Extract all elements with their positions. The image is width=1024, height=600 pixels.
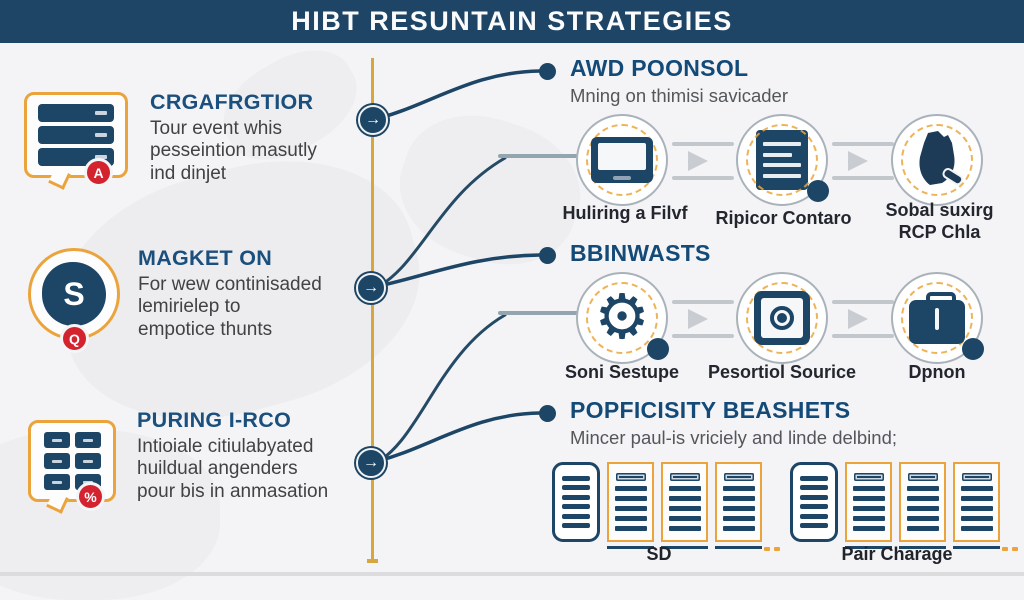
server-stack-bubble-icon: A (24, 92, 128, 190)
table-column (953, 462, 1000, 549)
circle-label: Huliring a Filvf (562, 203, 688, 223)
section-title: POPFICISITY BEASHETS (570, 397, 851, 423)
section-bullet (539, 405, 556, 422)
list-card-icon (552, 462, 600, 542)
arrow-node-icon (356, 273, 386, 303)
table-column (899, 462, 946, 549)
table-column (715, 462, 762, 549)
gear-icon (576, 272, 669, 364)
section-bullet (539, 247, 556, 264)
step-connector (832, 140, 894, 182)
left-item-body: Tour event whis pesseintion masutly ind … (150, 118, 317, 184)
briefcase-icon (891, 272, 984, 364)
timeline-line (371, 58, 374, 562)
monitor-icon (576, 114, 668, 206)
infographic-canvas: HIBT RESUNTAIN STRATEGIES A CRGAFRGTIOR … (0, 0, 1024, 576)
timeline-end-cap (367, 559, 378, 563)
circle-label: Dpnon (908, 362, 966, 382)
section-subtitle: Mincer paul-is vriciely and linde delbin… (570, 427, 897, 448)
section-subtitle: Mning on thimisi savicader (570, 85, 788, 106)
dots-marker (764, 547, 780, 551)
badge-icon: Q (60, 324, 89, 353)
badge-icon: % (76, 482, 105, 511)
step-connector (832, 298, 894, 340)
circle-label: Sobal suxirg RCP Chla (885, 200, 994, 242)
camera-icon (736, 272, 828, 364)
table-label: SD (646, 544, 672, 564)
left-item-title: MAGKET ON (138, 246, 273, 270)
circle-label: Soni Sestupe (564, 362, 680, 382)
table-column (661, 462, 708, 549)
s-gear-circle-icon: S Q (28, 248, 120, 353)
section-bullet (539, 63, 556, 80)
left-item-title: PURING I-RCO (137, 408, 292, 432)
left-item-body: For wew continisaded lemirielep to empot… (138, 274, 322, 340)
dot-marker (807, 180, 829, 202)
table-column (845, 462, 892, 549)
data-table-group (552, 462, 780, 551)
cabinet-grid-bubble-icon: % (28, 420, 116, 514)
dot-marker (962, 338, 984, 360)
header-bar: HIBT RESUNTAIN STRATEGIES (0, 0, 1024, 43)
table-column (607, 462, 654, 549)
hand-icon (891, 114, 983, 206)
arrow-node-icon (358, 105, 388, 135)
dots-marker (1002, 547, 1018, 551)
circle-label: Pesortiol Sourice (707, 362, 857, 382)
section-title: BBINWASTS (570, 240, 711, 266)
bottom-divider (0, 572, 1024, 576)
left-item-body: Intioiale citiulabyated huildual angende… (137, 436, 329, 502)
s-glyph: S (44, 264, 104, 324)
badge-icon: A (84, 158, 113, 187)
table-label: Pair Charage (841, 544, 953, 564)
section-title: AWD POONSOL (570, 55, 749, 81)
circle-label: Ripicor Contaro (715, 208, 852, 228)
dot-marker (647, 338, 669, 360)
left-item-title: CRGAFRGTIOR (150, 90, 314, 114)
data-table-group (790, 462, 1018, 551)
document-list-icon (736, 114, 829, 206)
arrow-node-icon (356, 448, 386, 478)
page-title: HIBT RESUNTAIN STRATEGIES (291, 6, 733, 36)
step-connector (672, 140, 734, 182)
step-connector (672, 298, 734, 340)
list-card-icon (790, 462, 838, 542)
